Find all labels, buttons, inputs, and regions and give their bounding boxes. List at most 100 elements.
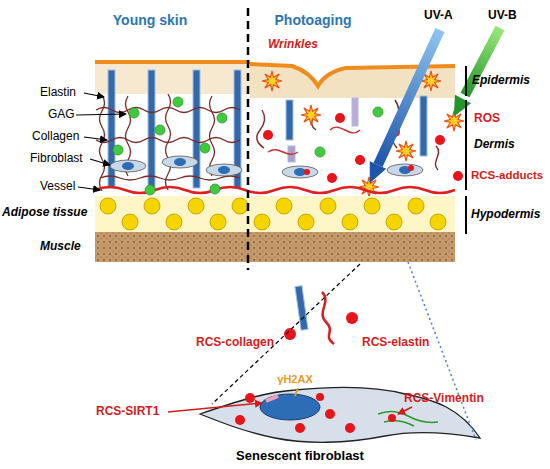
rcs-dot xyxy=(388,414,396,422)
rcs-dot xyxy=(327,173,337,183)
elastin-fiber xyxy=(96,108,240,113)
rcs-dot xyxy=(284,328,296,340)
gag-dot xyxy=(145,185,155,195)
gag-dot xyxy=(173,97,183,107)
part-label: Fibroblast xyxy=(30,152,83,166)
gag-dot xyxy=(155,125,165,135)
rcs-dot xyxy=(263,130,273,140)
panel-title: Young skin xyxy=(113,12,187,28)
gag-dot xyxy=(217,113,227,123)
adipocyte xyxy=(276,198,292,214)
rcs-dot xyxy=(453,171,463,181)
gag-dot xyxy=(113,145,123,155)
fibroblast xyxy=(162,156,198,168)
radiation-label: UV-A xyxy=(424,9,453,23)
bracket xyxy=(465,66,467,96)
feature-label: RCS-collagen xyxy=(196,336,274,350)
gag-dots xyxy=(315,107,383,157)
elastin-fiber xyxy=(257,110,265,148)
adipocyte xyxy=(386,214,402,230)
adipocyte xyxy=(298,214,314,230)
elastin-fiber xyxy=(210,96,215,176)
elastin-fiber xyxy=(100,176,240,180)
nucleus xyxy=(122,162,134,170)
gag-dot xyxy=(210,184,220,194)
cell-name: Senescent fibroblast xyxy=(236,449,364,464)
layer-label: Muscle xyxy=(40,240,81,254)
rcs-dot xyxy=(304,169,310,175)
adipocyte xyxy=(430,214,446,230)
part-label: Elastin xyxy=(40,86,76,100)
rcs-dot xyxy=(235,415,245,425)
adipose-band xyxy=(95,196,455,232)
adipocyte xyxy=(144,198,160,214)
fibroblast xyxy=(387,164,423,176)
collagen-fibers xyxy=(108,70,241,188)
adipocyte xyxy=(254,214,270,230)
collagen-fragment xyxy=(352,98,358,126)
marker-label: γH2AX xyxy=(277,373,312,386)
adipocyte xyxy=(408,198,424,214)
ros-bursts xyxy=(262,71,464,197)
adipocyte xyxy=(320,198,336,214)
feature-label: ROS xyxy=(474,112,500,126)
part-label: Vessel xyxy=(40,180,75,194)
adipocyte xyxy=(364,198,380,214)
collagen-fiber xyxy=(193,70,200,188)
bracket xyxy=(465,100,467,190)
feature-label: Wrinkles xyxy=(268,38,318,52)
rcs-dot xyxy=(325,409,335,419)
rcs-dot xyxy=(345,423,355,433)
gag-dot xyxy=(373,107,383,117)
layer-label: Dermis xyxy=(474,138,515,152)
fibroblast xyxy=(110,160,146,172)
nucleus xyxy=(260,394,320,420)
damaged-elastin xyxy=(257,100,439,170)
feature-label: RCS-adducts xyxy=(471,169,543,182)
layer-label: Adipose tissue xyxy=(2,206,87,220)
pointer xyxy=(76,114,126,115)
ros-burst xyxy=(396,141,416,161)
gag-dots xyxy=(113,97,227,155)
collagen-fiber xyxy=(420,96,427,156)
feature-label: RCS-SIRT1 xyxy=(96,405,159,419)
adipocytes xyxy=(100,198,446,230)
feature-label: RCS-elastin xyxy=(362,336,429,350)
rcs-dot xyxy=(355,155,365,165)
rcs-dot xyxy=(245,393,255,403)
rcs-dots xyxy=(263,113,463,183)
rcs-dot xyxy=(435,135,445,145)
rcs-dot xyxy=(295,423,305,433)
rcs-dot xyxy=(316,393,324,401)
radiation-label: UV-B xyxy=(488,9,517,23)
uva-head xyxy=(370,161,387,183)
adipocyte xyxy=(188,198,204,214)
layer-label: Hypodermis xyxy=(471,208,540,222)
adipocyte xyxy=(100,198,116,214)
divider xyxy=(247,8,250,270)
adipocyte xyxy=(342,214,358,230)
skin-surface xyxy=(95,60,250,64)
adipocyte xyxy=(166,214,182,230)
pointer xyxy=(78,187,100,190)
part-label: GAG xyxy=(48,108,75,122)
panel-title: Photoaging xyxy=(275,12,352,28)
fibroblast xyxy=(206,164,242,176)
feature-label: RCS-Vimentin xyxy=(404,392,484,406)
adipocyte xyxy=(232,198,248,214)
nucleus xyxy=(218,166,230,174)
adipocyte xyxy=(210,214,226,230)
nucleus xyxy=(174,158,186,166)
ros-burst xyxy=(262,71,282,91)
rcs-dot xyxy=(335,113,345,123)
muscle-texture xyxy=(95,232,455,262)
collagen-fiber xyxy=(148,70,155,188)
elastin-fiber xyxy=(435,146,438,170)
part-label: Collagen xyxy=(32,130,79,144)
gag-dot xyxy=(315,147,325,157)
elastin-fiber xyxy=(96,138,240,143)
rcs-dot xyxy=(346,312,358,324)
pointer xyxy=(90,159,110,165)
bracket xyxy=(465,196,467,234)
pointer xyxy=(84,137,107,140)
